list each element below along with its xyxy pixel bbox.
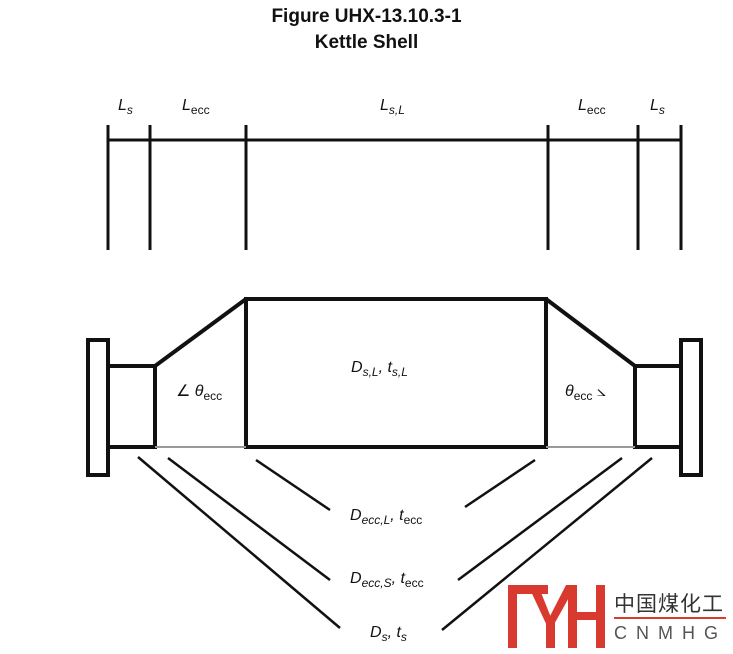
label-angle-right: θecc ⦣ bbox=[565, 383, 606, 403]
watermark-logo-mark bbox=[508, 585, 605, 648]
left-flange bbox=[86, 338, 110, 477]
shell-outline bbox=[86, 297, 703, 477]
label-ecc-small: Decc,S, tecc bbox=[350, 570, 424, 590]
label-shell: Ds, ts bbox=[370, 624, 407, 644]
leader-line bbox=[457, 456, 623, 582]
label-ecc-large: Decc,L, tecc bbox=[350, 507, 422, 527]
right-small-cylinder bbox=[633, 364, 683, 449]
left-small-cylinder bbox=[106, 364, 157, 449]
label-angle-left: ∠ θecc bbox=[176, 383, 222, 403]
right-flange bbox=[679, 338, 703, 477]
figure-number: Figure UHX-13.10.3-1 bbox=[271, 6, 462, 27]
leader-lines bbox=[137, 456, 653, 631]
watermark-cn: 中国煤化工 bbox=[614, 592, 724, 616]
watermark-rule bbox=[614, 617, 726, 619]
dim-label-ls-left: Ls bbox=[118, 97, 133, 117]
left-cone bbox=[153, 297, 248, 368]
dim-label-ls-right: Ls bbox=[650, 97, 665, 117]
dimension-lines bbox=[106, 125, 683, 250]
leader-line bbox=[441, 457, 653, 631]
figure-title: Kettle Shell bbox=[314, 32, 419, 53]
leader-line bbox=[167, 457, 331, 581]
right-cone bbox=[544, 297, 637, 368]
leader-line bbox=[464, 458, 536, 509]
leader-line bbox=[137, 456, 341, 629]
leader-line bbox=[255, 458, 331, 512]
dim-label-lecc-left: Lecc bbox=[182, 97, 210, 117]
dim-label-lsl: Ls,L bbox=[380, 97, 405, 117]
watermark-en: CNMHG bbox=[614, 623, 727, 643]
label-kettle-diameter-thickness: Ds,L, ts,L bbox=[351, 359, 408, 379]
kettle-cylinder bbox=[244, 297, 548, 449]
dim-label-lecc-right: Lecc bbox=[578, 97, 606, 117]
